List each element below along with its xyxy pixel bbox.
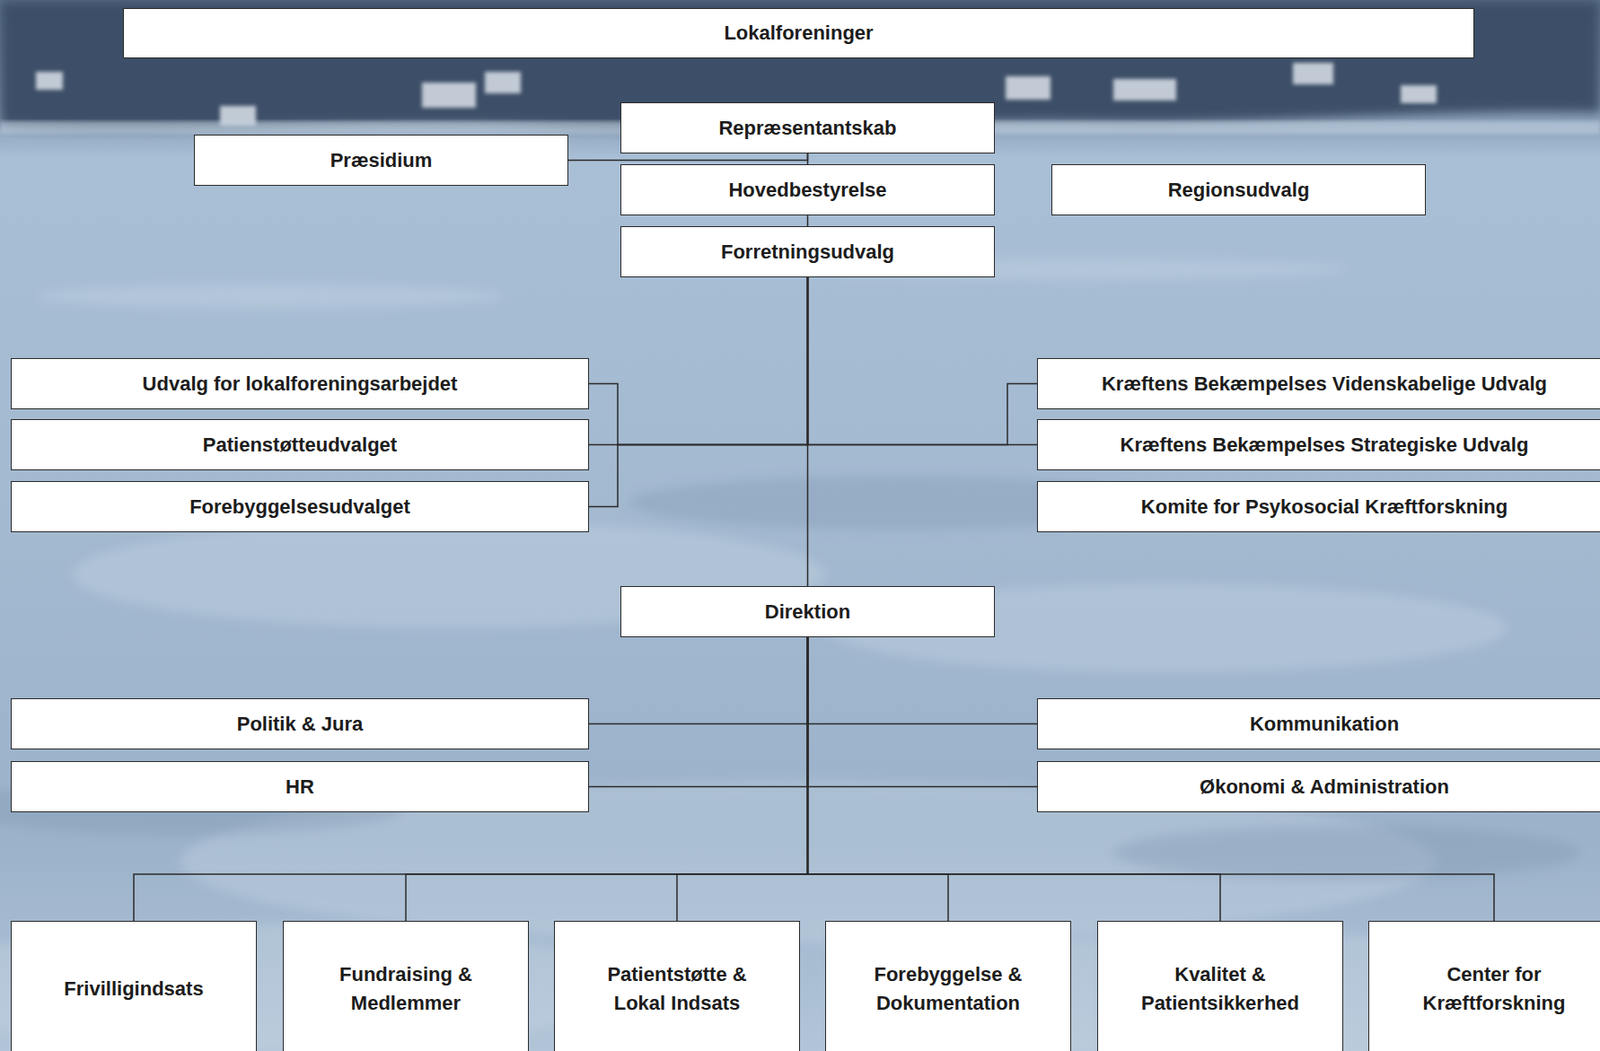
box-label: HR (285, 773, 315, 802)
connector-line (589, 277, 809, 446)
connector-line (568, 153, 809, 161)
box-label: Patienstøtteudvalget (202, 430, 397, 460)
box-label: Forebyggelse & Dokumentation (862, 960, 1034, 1019)
box-label: Forretningsudvalg (720, 237, 895, 267)
box-label: Fundraising & Medlemmer (329, 960, 483, 1019)
box-label: Kommunikation (1249, 710, 1399, 739)
org-box: Udvalg for lokalforeningsarbejdet (10, 358, 590, 410)
org-box: Forretningsudvalg (620, 226, 995, 278)
box-label: Politik & Jura (237, 710, 364, 739)
connector-line (807, 277, 809, 587)
connector-line (808, 277, 1038, 446)
org-box: Direktion (620, 586, 995, 638)
connector-line (589, 637, 809, 788)
org-box: Kræftens Bekæmpelses Videnskabelige Udva… (1037, 358, 1600, 410)
box-label: Repræsentantskab (718, 114, 897, 143)
box-label: Direktion (764, 597, 851, 627)
connector-line (589, 277, 809, 446)
box-label: Kræftens Bekæmpelses Strategiske Udvalg (1120, 430, 1530, 460)
connector-line (807, 153, 809, 165)
org-box: Præsidium (193, 134, 569, 186)
box-label: Præsidium (330, 146, 433, 176)
org-box: Regionsudvalg (1051, 164, 1426, 216)
org-box: HR (10, 761, 590, 813)
org-box: Patienstøtteudvalget (10, 419, 590, 471)
department-box: Center for Kræftforskning (1368, 921, 1600, 1051)
connector-line (589, 277, 809, 508)
department-box: Frivilligindsats (10, 921, 257, 1051)
department-box: Kvalitet & Patientsikkerhed (1097, 921, 1344, 1051)
box-label: Patientstøtte & Lokal Indsats (600, 960, 754, 1019)
box-label: Komite for Psykosocial Kræftforskning (1141, 492, 1508, 522)
department-box: Fundraising & Medlemmer (282, 921, 529, 1051)
connector-line (807, 215, 809, 227)
org-box: Lokalforeninger (123, 8, 1475, 59)
connector-line (808, 637, 1038, 788)
connector-line (808, 637, 1038, 725)
box-label: Udvalg for lokalforeningsarbejdet (142, 369, 458, 399)
box-label: Forebyggelsesudvalget (189, 492, 411, 522)
org-box: Politik & Jura (10, 698, 590, 750)
connector-line (808, 277, 1038, 446)
department-box: Patientstøtte & Lokal Indsats (553, 921, 800, 1051)
box-label: Regionsudvalg (1168, 175, 1310, 205)
box-label: Lokalforeninger (723, 18, 873, 48)
department-box: Forebyggelse & Dokumentation (825, 921, 1072, 1051)
box-label: Hovedbestyrelse (728, 175, 887, 205)
connector-line (589, 637, 809, 725)
org-box: Hovedbestyrelse (620, 164, 995, 216)
box-label: Økonomi & Administration (1199, 773, 1450, 802)
box-label: Kræftens Bekæmpelses Videnskabelige Udva… (1101, 369, 1548, 399)
box-label: Kvalitet & Patientsikkerhed (1134, 960, 1306, 1019)
connector-line (676, 637, 809, 922)
box-label: Center for Kræftforskning (1417, 960, 1571, 1019)
org-box: Kommunikation (1037, 698, 1600, 750)
org-box: Kræftens Bekæmpelses Strategiske Udvalg (1037, 419, 1600, 471)
org-box: Repræsentantskab (620, 102, 995, 154)
box-label: Frivilligindsats (63, 975, 203, 1004)
connector-line (808, 637, 950, 922)
org-box: Økonomi & Administration (1037, 761, 1600, 813)
org-box: Komite for Psykosocial Kræftforskning (1037, 481, 1600, 533)
org-box: Forebyggelsesudvalget (10, 481, 590, 533)
